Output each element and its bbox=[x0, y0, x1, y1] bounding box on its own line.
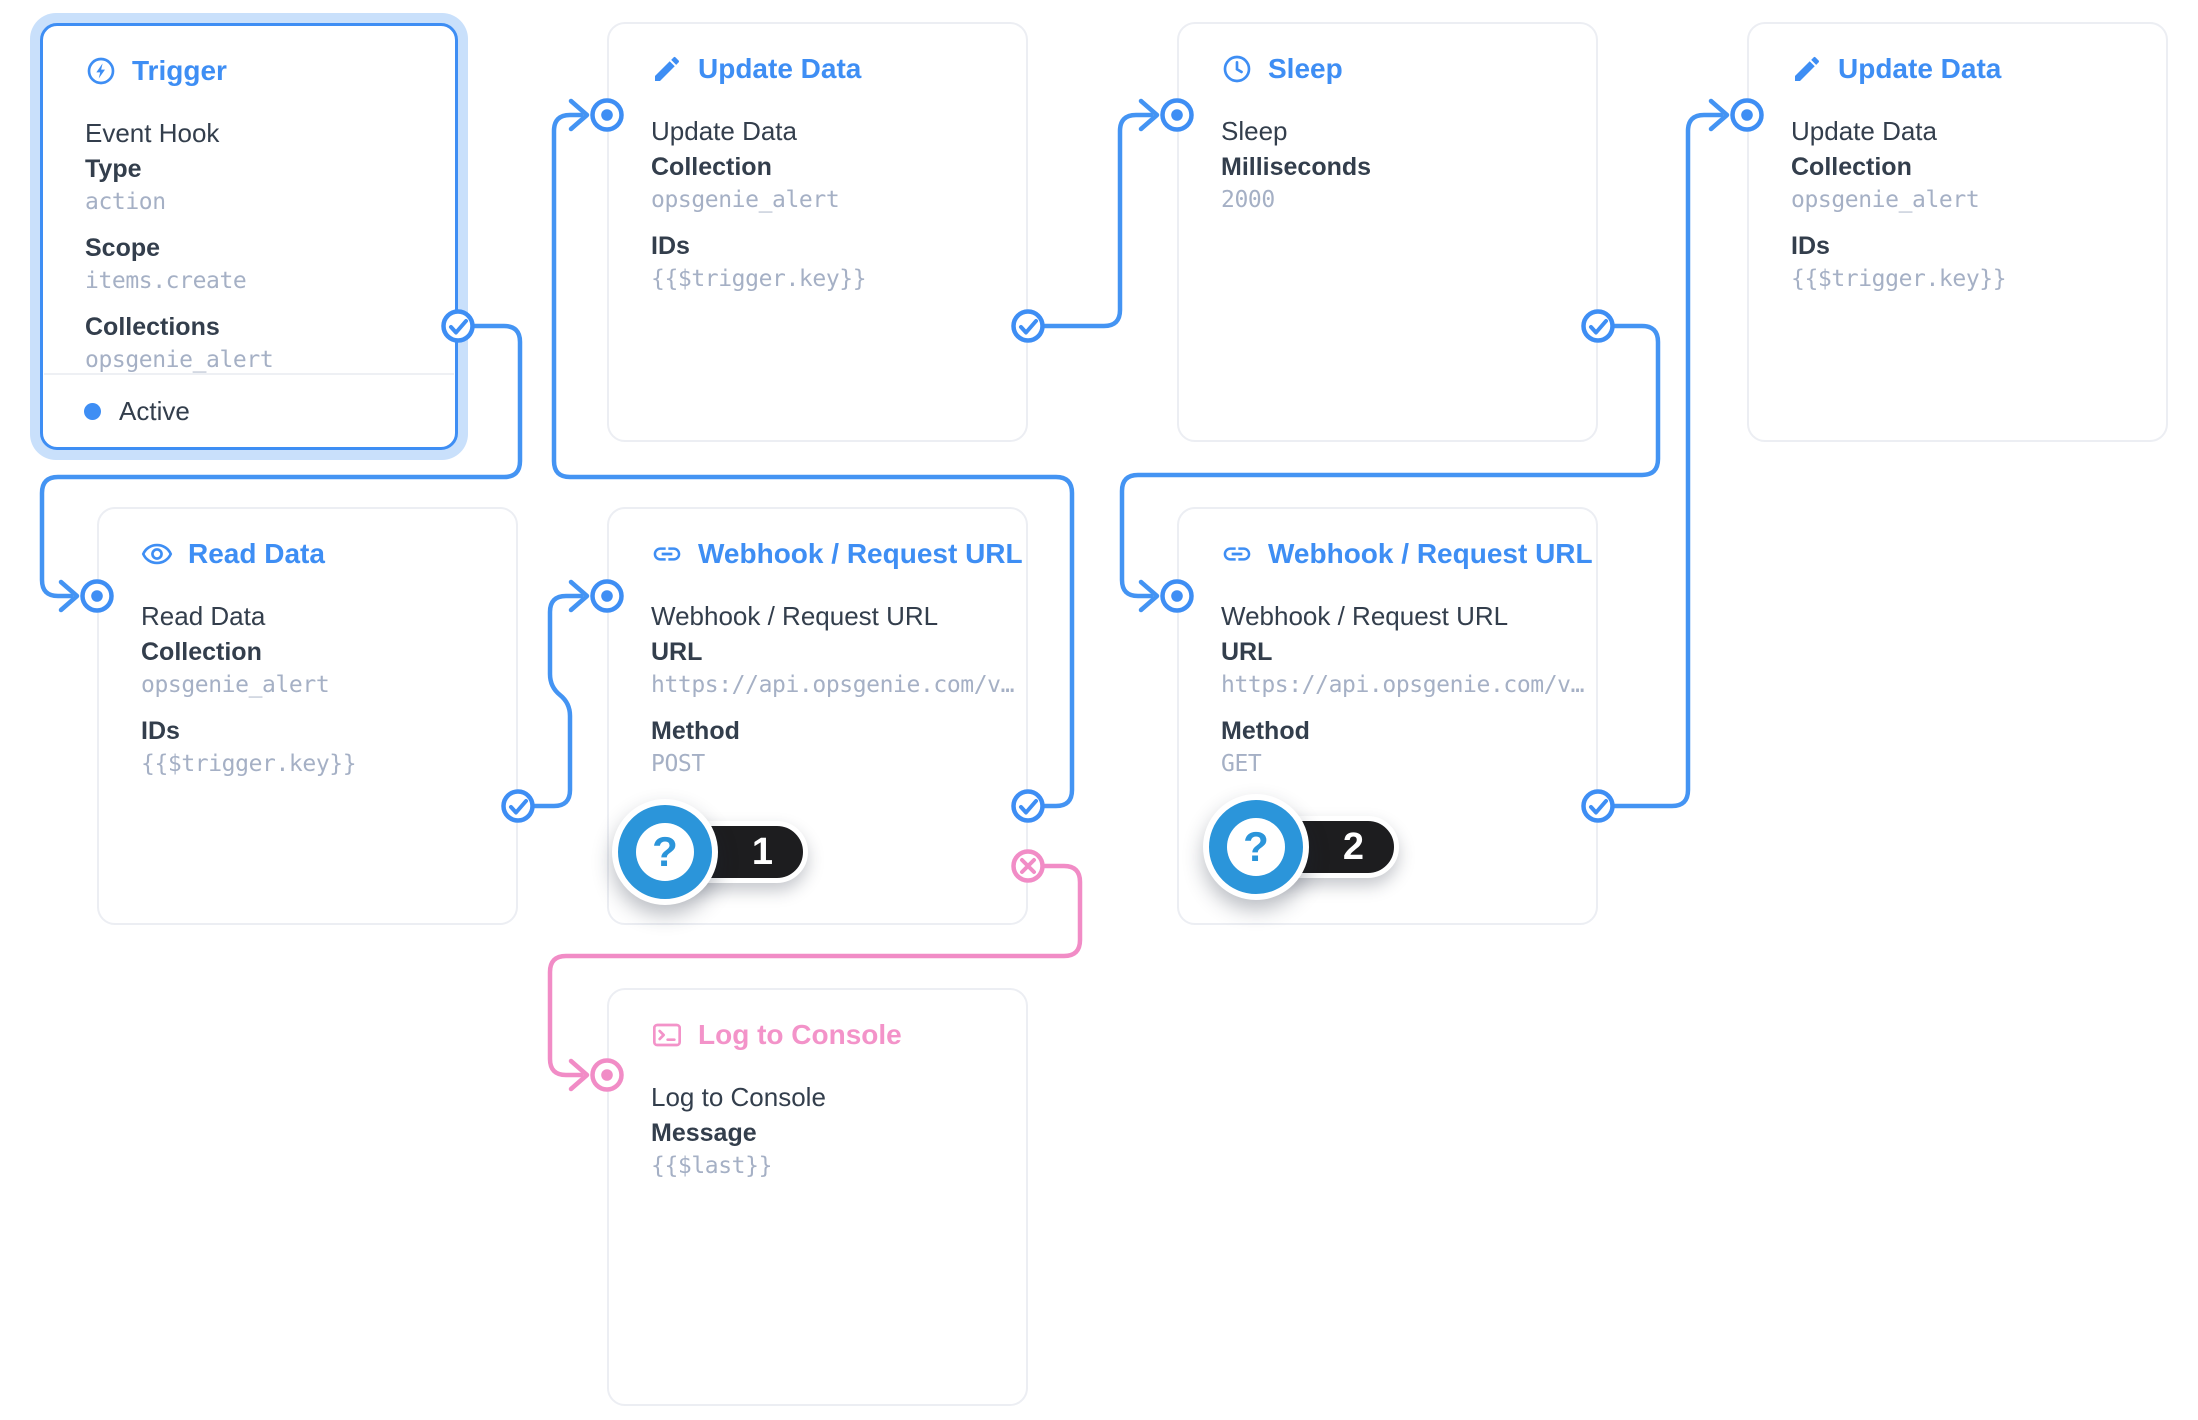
field-label: Collection bbox=[1791, 153, 1912, 181]
field-value: POST bbox=[651, 751, 705, 777]
field-label: IDs bbox=[651, 232, 690, 260]
arrowhead-icon bbox=[568, 1058, 590, 1092]
field-label: Collection bbox=[651, 153, 772, 181]
operation-name: Webhook / Request URL bbox=[1221, 601, 1509, 631]
field-value: items.create bbox=[85, 268, 247, 294]
field-value: {{$trigger.key}} bbox=[1791, 266, 2007, 292]
pencil-icon bbox=[1791, 53, 1823, 85]
field-value: {{$trigger.key}} bbox=[141, 751, 357, 777]
node-title: Update Data bbox=[698, 53, 862, 84]
hint-badge-number: 1 bbox=[751, 830, 773, 873]
terminal-icon bbox=[651, 1019, 683, 1051]
hint-badge-2[interactable]: 2 ? bbox=[1203, 794, 1399, 900]
node-title: Webhook / Request URL bbox=[1268, 538, 1593, 569]
question-mark-icon: ? bbox=[612, 799, 718, 905]
edge-webhook-get-to-update-data-2 bbox=[1609, 98, 1730, 809]
edge-read-data-to-webhook-post bbox=[530, 579, 590, 809]
field-label: URL bbox=[1221, 638, 1273, 666]
field-label: Milliseconds bbox=[1221, 153, 1372, 181]
edge-update-data-1-to-sleep bbox=[1040, 98, 1160, 329]
field-label: IDs bbox=[141, 717, 180, 745]
field-label: Message bbox=[651, 1119, 757, 1147]
arrowhead-icon bbox=[58, 579, 80, 613]
arrowhead-icon bbox=[568, 579, 590, 613]
field-label: IDs bbox=[1791, 232, 1830, 260]
field-value: 2000 bbox=[1221, 187, 1275, 213]
operation-node-update-data-2[interactable]: Update Data Update Data Collection opsge… bbox=[1747, 22, 2168, 442]
arrowhead-icon bbox=[1138, 98, 1160, 132]
active-indicator-dot bbox=[84, 402, 101, 420]
operation-name: Log to Console bbox=[651, 1082, 826, 1112]
arrowhead-icon bbox=[568, 98, 590, 132]
arrowhead-icon bbox=[1138, 579, 1160, 613]
field-value: GET bbox=[1221, 751, 1262, 777]
field-value: {{$trigger.key}} bbox=[651, 266, 867, 292]
operation-node-sleep[interactable]: Sleep Sleep Milliseconds 2000 bbox=[1177, 22, 1598, 442]
trigger-node-selection-halo: Trigger Event Hook Type action Scope ite… bbox=[30, 13, 468, 460]
field-value: {{$last}} bbox=[651, 1153, 773, 1179]
field-value: https://api.opsgenie.com/v… bbox=[651, 672, 1015, 698]
eye-icon bbox=[141, 538, 173, 570]
node-title: Log to Console bbox=[698, 1019, 902, 1050]
operation-node-log-to-console[interactable]: Log to Console Log to Console Message {{… bbox=[607, 988, 1028, 1406]
node-title: Webhook / Request URL bbox=[698, 538, 1023, 569]
operation-name: Update Data bbox=[651, 116, 797, 146]
status-label: Active bbox=[119, 395, 190, 426]
field-value: action bbox=[85, 189, 166, 215]
field-value: https://api.opsgenie.com/v… bbox=[1221, 672, 1585, 698]
field-label: Collection bbox=[141, 638, 262, 666]
field-label: Scope bbox=[85, 234, 161, 262]
link-icon bbox=[651, 538, 683, 570]
node-title: Update Data bbox=[1838, 53, 2002, 84]
operation-node-update-data-1[interactable]: Update Data Update Data Collection opsge… bbox=[607, 22, 1028, 442]
hint-badge-1[interactable]: 1 ? bbox=[612, 799, 808, 905]
field-label: Type bbox=[85, 155, 142, 183]
field-value: opsgenie_alert bbox=[85, 347, 274, 373]
operation-name: Webhook / Request URL bbox=[651, 601, 939, 631]
field-label: Collections bbox=[85, 313, 220, 341]
hint-badge-number: 2 bbox=[1342, 825, 1364, 868]
trigger-type-name: Event Hook bbox=[85, 118, 220, 148]
node-title: Sleep bbox=[1268, 53, 1343, 84]
field-label: Method bbox=[651, 717, 740, 745]
field-label: Method bbox=[1221, 717, 1310, 745]
link-icon bbox=[1221, 538, 1253, 570]
operation-name: Sleep bbox=[1221, 116, 1288, 146]
operation-node-read-data[interactable]: Read Data Read Data Collection opsgenie_… bbox=[97, 507, 518, 925]
clock-icon bbox=[1221, 53, 1253, 85]
operation-name: Read Data bbox=[141, 601, 266, 631]
trigger-status-row: Active bbox=[44, 373, 454, 447]
operation-name: Update Data bbox=[1791, 116, 1937, 146]
field-value: opsgenie_alert bbox=[651, 187, 840, 213]
arrowhead-icon bbox=[1708, 98, 1730, 132]
bolt-circle-icon bbox=[85, 55, 117, 87]
field-label: URL bbox=[651, 638, 703, 666]
field-value: opsgenie_alert bbox=[1791, 187, 1980, 213]
pencil-icon bbox=[651, 53, 683, 85]
trigger-node[interactable]: Trigger Event Hook Type action Scope ite… bbox=[40, 23, 458, 450]
question-mark-icon: ? bbox=[1203, 794, 1309, 900]
node-title: Trigger bbox=[132, 55, 227, 86]
node-title: Read Data bbox=[188, 538, 325, 569]
field-value: opsgenie_alert bbox=[141, 672, 330, 698]
